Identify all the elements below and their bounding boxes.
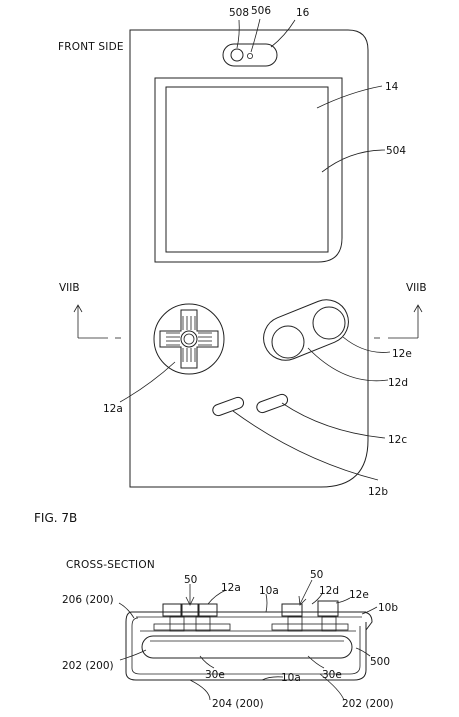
direction-pad — [153, 303, 225, 375]
display-screen — [165, 86, 329, 253]
label-10a-bottom: 10a — [281, 672, 301, 684]
label-204-200: 204 (200) — [212, 698, 264, 710]
start-button — [256, 393, 289, 414]
label-12d-section: 12d — [319, 585, 339, 597]
front-side-heading: FRONT SIDE — [58, 41, 124, 53]
label-viib-left: VIIB — [59, 282, 80, 294]
label-12e-section: 12e — [349, 589, 369, 601]
label-206-200: 206 (200) — [62, 594, 114, 606]
cross-section-heading: CROSS-SECTION — [66, 559, 155, 571]
case-outer-shell — [125, 611, 367, 681]
smartphone-body — [141, 635, 353, 659]
label-12d: 12d — [388, 377, 408, 389]
label-12a-section: 12a — [221, 582, 241, 594]
label-12c: 12c — [388, 434, 407, 446]
label-500: 500 — [370, 656, 390, 668]
right-button-group — [271, 600, 349, 632]
camera-housing — [222, 43, 278, 67]
label-30e-right: 30e — [322, 669, 342, 681]
leader-lines-cross-section — [118, 579, 378, 701]
label-50-right: 50 — [310, 569, 323, 581]
label-16: 16 — [296, 7, 310, 19]
case-inner-shell — [131, 617, 361, 675]
label-10b: 10b — [378, 602, 398, 614]
label-12b: 12b — [368, 486, 388, 498]
case-hinge — [361, 611, 373, 631]
label-202-200-right: 202 (200) — [342, 698, 394, 710]
label-30e-left: 30e — [205, 669, 225, 681]
left-button-group — [153, 603, 231, 632]
label-506: 506 — [251, 5, 271, 17]
label-10a-top: 10a — [259, 585, 279, 597]
label-202-200-left: 202 (200) — [62, 660, 114, 672]
section-line-viib — [73, 304, 423, 339]
label-12e: 12e — [392, 348, 412, 360]
figure-7b-title: FIG. 7B — [34, 511, 77, 525]
label-508: 508 — [229, 7, 249, 19]
screen-bezel — [154, 77, 343, 263]
label-50-left: 50 — [184, 574, 197, 586]
label-12a: 12a — [103, 403, 123, 415]
label-504: 504 — [386, 145, 406, 157]
label-14: 14 — [385, 81, 399, 93]
device-body-outline — [129, 29, 369, 488]
ab-button-group — [263, 299, 349, 361]
leader-lines-front — [119, 18, 391, 481]
label-viib-right: VIIB — [406, 282, 427, 294]
select-button — [212, 396, 245, 417]
